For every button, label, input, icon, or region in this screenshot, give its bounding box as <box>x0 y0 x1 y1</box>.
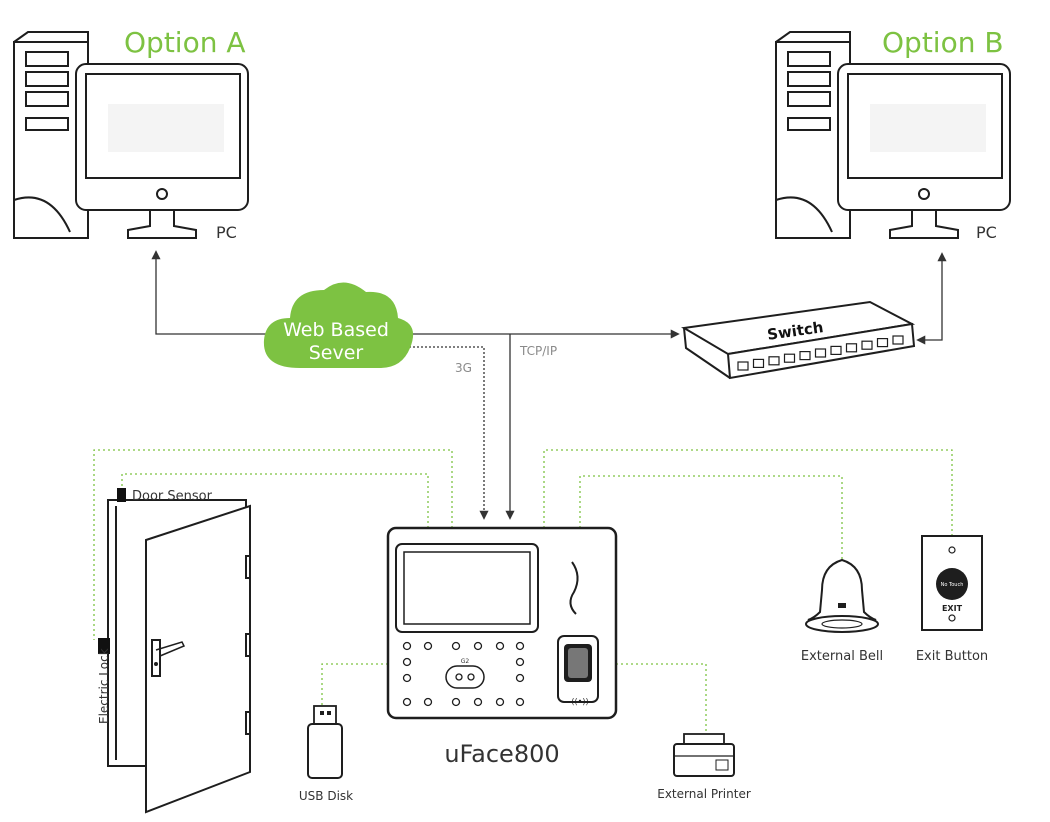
option-b-title: Option B <box>882 26 1004 59</box>
switch-port <box>799 351 811 361</box>
network-lines <box>151 250 947 520</box>
pc-label-b: PC <box>976 223 997 242</box>
switch-port <box>814 348 827 358</box>
switch-port <box>845 343 858 353</box>
switch-port <box>768 356 780 366</box>
keypad-key <box>402 641 412 651</box>
exit-button-bottom-text: EXIT <box>942 604 963 613</box>
usb-disk-label: USB Disk <box>299 789 353 803</box>
switch-port <box>752 358 765 368</box>
switch-port <box>876 338 889 348</box>
device-name: uFace800 <box>444 740 559 768</box>
keypad <box>402 641 525 707</box>
cloud-icon <box>263 282 414 368</box>
switch-port <box>861 340 873 350</box>
keypad-key <box>515 641 525 651</box>
door <box>107 499 251 814</box>
pc-label-a: PC <box>216 223 237 242</box>
keypad-key <box>515 657 525 667</box>
keypad-tag: G2 <box>461 658 470 665</box>
exit-button-label: Exit Button <box>916 649 988 664</box>
keypad-key <box>515 697 525 707</box>
switch-ports <box>737 335 904 371</box>
external-bell-label: External Bell <box>801 649 883 664</box>
pc-option-b <box>775 31 1011 239</box>
cloud-label-line1: Web Based <box>283 319 389 341</box>
keypad-key <box>473 697 483 707</box>
bell-icon <box>805 558 879 633</box>
keypad-key <box>495 697 505 707</box>
rfid-icon: ((•)) <box>571 697 588 706</box>
exit-button-top-text: No Touch <box>941 582 964 588</box>
printer-icon <box>673 733 735 777</box>
external-printer-label: External Printer <box>657 787 751 801</box>
keypad-key <box>495 641 505 651</box>
switch-port <box>737 361 749 371</box>
door-sensor-label: Door Sensor <box>132 489 213 504</box>
option-a-title: Option A <box>124 26 246 59</box>
keypad-key <box>402 657 412 667</box>
keypad-key <box>451 697 461 707</box>
switch-port <box>783 353 796 363</box>
uface800-device: ((•)) <box>386 526 618 720</box>
electric-lock-icon <box>98 638 110 654</box>
keypad-key <box>402 673 412 683</box>
network-switch <box>681 300 916 380</box>
switch-port <box>892 335 904 345</box>
door-sensor-icon <box>117 488 126 502</box>
keypad-key <box>402 697 412 707</box>
switch-port <box>830 345 842 355</box>
keypad-key <box>515 673 525 683</box>
keypad-key <box>423 641 433 651</box>
peripheral-wires <box>93 449 953 734</box>
pc-option-a <box>13 31 249 239</box>
exit-button-icon <box>921 535 983 631</box>
link-3g-label: 3G <box>455 361 472 375</box>
electric-lock-label: Electric Lock <box>97 648 111 724</box>
link-tcpip-label: TCP/IP <box>519 344 557 358</box>
usb-disk-icon <box>307 705 343 779</box>
keypad-key <box>451 641 461 651</box>
keypad-key <box>473 641 483 651</box>
keypad-key <box>423 697 433 707</box>
cloud-label-line2: Sever <box>309 342 364 364</box>
